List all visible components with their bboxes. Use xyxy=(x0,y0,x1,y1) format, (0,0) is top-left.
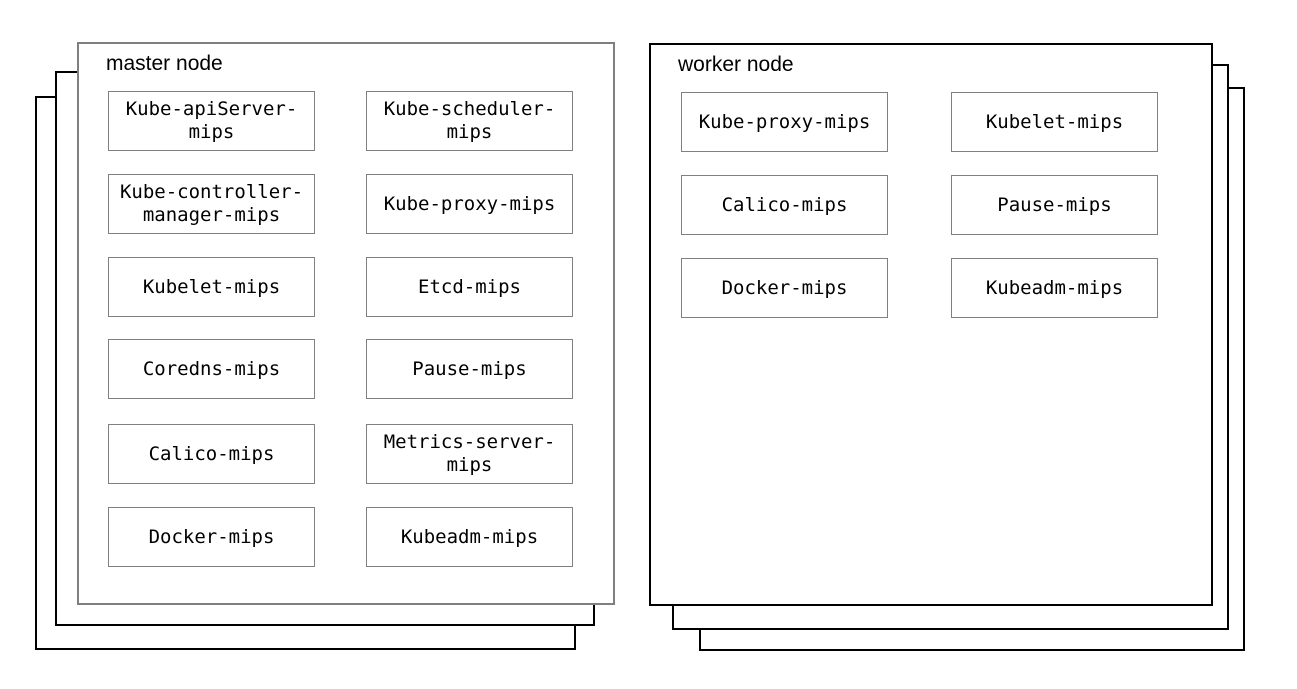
component-box-coredns-mips: Coredns-mips xyxy=(108,339,315,399)
component-box-kube-apiserver-mips: Kube-apiServer-mips xyxy=(108,91,315,151)
component-box-calico-mips: Calico-mips xyxy=(108,424,315,484)
component-box-kube-proxy-mips: Kube-proxy-mips xyxy=(681,92,888,152)
component-box-kube-scheduler-mips: Kube-scheduler-mips xyxy=(366,91,573,151)
worker-node-panel: worker node Kube-proxy-mips Kubelet-mips… xyxy=(649,43,1213,606)
worker-node-title: worker node xyxy=(678,53,794,76)
component-box-metrics-server-mips: Metrics-server-mips xyxy=(366,424,573,484)
component-box-kubeadm-mips: Kubeadm-mips xyxy=(366,507,573,567)
component-box-kubelet-mips: Kubelet-mips xyxy=(108,257,315,317)
component-box-pause-mips: Pause-mips xyxy=(366,339,573,399)
component-box-kube-controller-manager-mips: Kube-controller-manager-mips xyxy=(108,174,315,234)
component-box-kubeadm-mips: Kubeadm-mips xyxy=(951,258,1158,318)
component-box-docker-mips: Docker-mips xyxy=(108,507,315,567)
component-box-pause-mips: Pause-mips xyxy=(951,175,1158,235)
component-box-docker-mips: Docker-mips xyxy=(681,258,888,318)
component-box-calico-mips: Calico-mips xyxy=(681,175,888,235)
master-node-panel: master node Kube-apiServer-mips Kube-sch… xyxy=(77,42,615,605)
component-box-etcd-mips: Etcd-mips xyxy=(366,257,573,317)
component-box-kubelet-mips: Kubelet-mips xyxy=(951,92,1158,152)
component-box-kube-proxy-mips: Kube-proxy-mips xyxy=(366,174,573,234)
master-node-title: master node xyxy=(106,52,223,75)
